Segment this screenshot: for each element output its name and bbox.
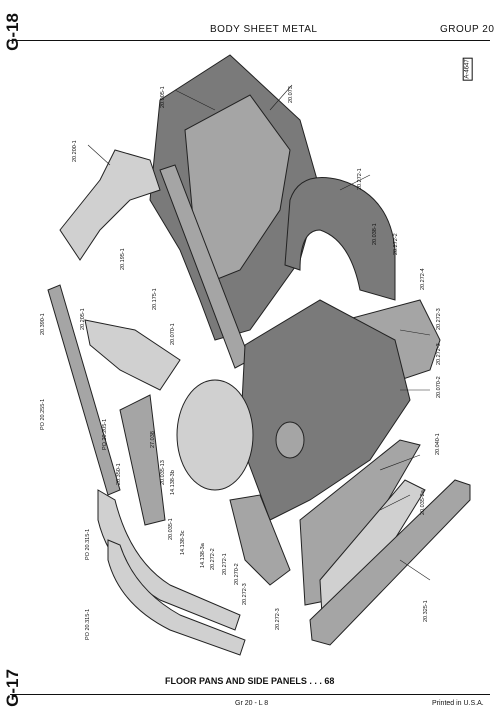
part-label: 20.272-2 [210, 548, 216, 570]
part-label: 20.270-2 [234, 563, 240, 585]
part-label: 20.272-1 [357, 168, 363, 190]
part-label: 20.038-1 [372, 223, 378, 245]
part-label: PO 20.255-1 [40, 398, 46, 430]
part-label: 20.325-1 [423, 600, 429, 622]
part-label: 20.195-1 [120, 248, 126, 270]
leader-line [379, 494, 411, 511]
rear-end-panel [309, 479, 471, 646]
header-rule [10, 40, 490, 41]
part-label: 20.040-1 [435, 433, 441, 455]
part-label: 20.035-13 [160, 460, 166, 485]
part-label: 14.138-3a [200, 543, 206, 568]
leader-line [339, 174, 371, 191]
badge-emblem [275, 421, 305, 459]
part-label: PO 20.205-1 [102, 418, 108, 450]
part-label: 20.272-3 [436, 308, 442, 330]
part-label: 20.350-1 [116, 463, 122, 485]
leader-line [379, 454, 421, 471]
part-label: 14.138-3c [180, 530, 186, 555]
leader-line [269, 84, 293, 111]
leader-line [399, 559, 431, 581]
part-label: 20.070-1 [170, 323, 176, 345]
leader-line [174, 89, 216, 111]
leader-line [87, 144, 111, 166]
lower-left-outer-panel [107, 539, 246, 656]
part-label: 20.390-1 [40, 313, 46, 335]
part-label: 20.070-2 [436, 376, 442, 398]
part-label: PO 20.315-1 [85, 528, 91, 560]
part-label: 20.272-2 [393, 233, 399, 255]
part-label: 20.035-2a [420, 490, 426, 515]
part-label: 27.038 [150, 431, 156, 448]
wheel-housing-arch [284, 177, 396, 301]
printed-note: Printed in U.S.A. [432, 700, 484, 707]
figure-caption: FLOOR PANS AND SIDE PANELS . . . 68 [165, 676, 335, 686]
part-label: 14.138-3b [170, 470, 176, 495]
part-label: 20.205-1 [80, 308, 86, 330]
left-rocker-strip [47, 284, 121, 496]
left-inner-panel [84, 319, 181, 391]
center-channel [229, 494, 291, 586]
part-label: 20.272-1 [222, 553, 228, 575]
left-upper-frame [59, 149, 161, 261]
page-title: BODY SHEET METAL [210, 24, 318, 35]
group-label: GROUP 20 [440, 24, 495, 35]
rear-quarter-panel [239, 299, 411, 521]
pillar-piece [119, 394, 166, 526]
part-label: 20.073 [288, 86, 294, 103]
spare-wheel-well [176, 379, 254, 491]
part-label: 20.175-1 [152, 288, 158, 310]
part-label: 20.272-3 [275, 608, 281, 630]
part-label: PO 20.315-1 [85, 608, 91, 640]
leader-line [399, 329, 431, 336]
part-label: 20.200-1 [72, 140, 78, 162]
footer-rule [10, 694, 490, 695]
page-reference: Gr 20 - L 8 [235, 700, 269, 707]
part-label: 20.005-1 [160, 86, 166, 108]
part-label: 20.272-3 [242, 583, 248, 605]
part-label: 20.272-4 [420, 268, 426, 290]
part-label: 20.035-1 [168, 518, 174, 540]
part-label: 20.272-3 [436, 343, 442, 365]
